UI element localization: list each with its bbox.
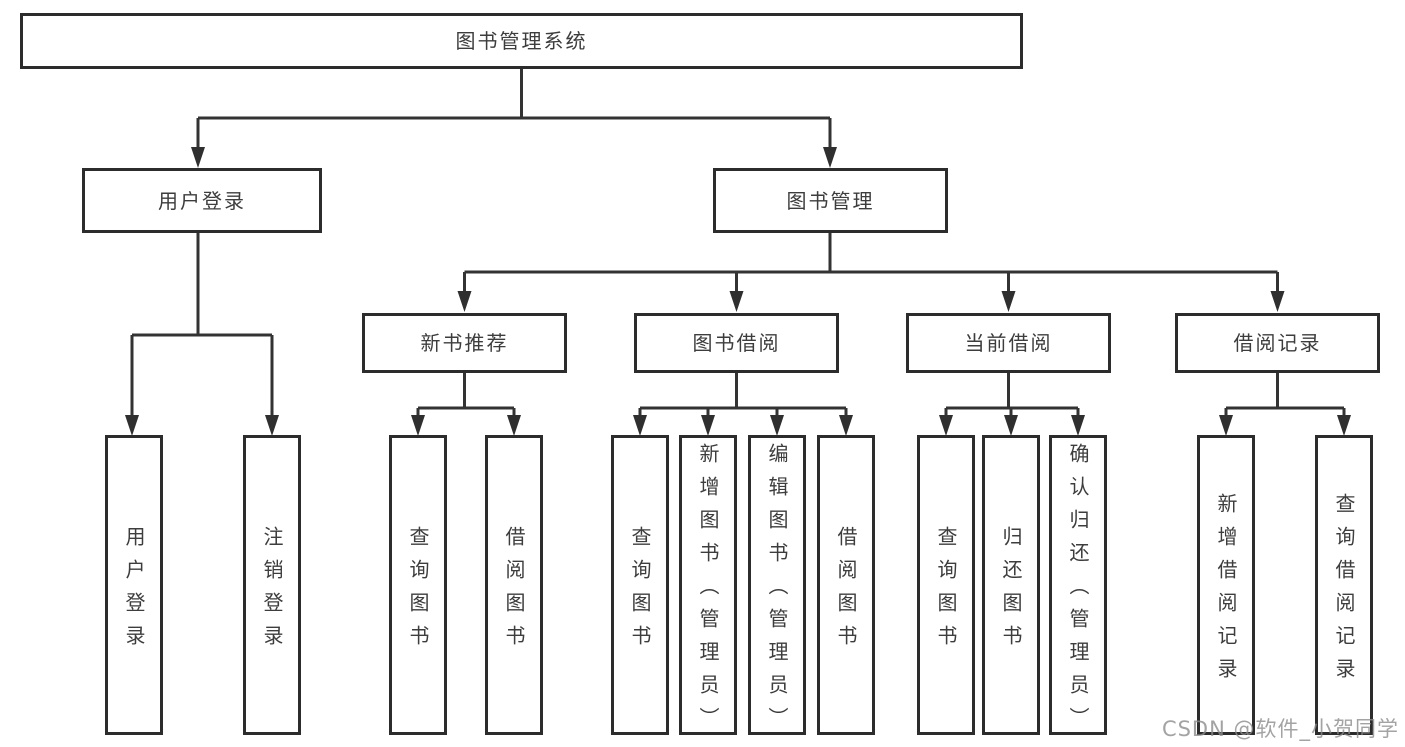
leaf-query-books-current: 查询图书 <box>917 435 975 735</box>
node-label: 借阅记录 <box>1233 331 1322 355</box>
leaf-label: 查询图书 <box>628 525 652 658</box>
node-book-management: 图书管理 <box>713 168 948 233</box>
node-label: 当前借阅 <box>964 331 1053 355</box>
leaf-label: 新增借阅记录 <box>1214 492 1238 691</box>
node-current-borrowing: 当前借阅 <box>906 313 1111 373</box>
node-book-borrowing: 图书借阅 <box>634 313 839 373</box>
leaf-label: 借阅图书 <box>834 525 858 658</box>
leaf-query-books-borrow: 查询图书 <box>611 435 669 735</box>
leaf-borrow-books-recommend: 借阅图书 <box>485 435 543 735</box>
leaf-label: 查询图书 <box>406 525 430 658</box>
leaf-label: 编辑图书（管理员） <box>765 443 789 740</box>
leaf-add-books-admin: 新增图书（管理员） <box>679 435 737 740</box>
leaf-label: 用户登录 <box>122 525 146 658</box>
node-label: 图书管理 <box>786 188 875 213</box>
leaf-label: 新增图书（管理员） <box>696 443 720 740</box>
leaf-label: 借阅图书 <box>502 525 526 658</box>
node-label: 图书管理系统 <box>455 29 588 53</box>
node-borrowing-records: 借阅记录 <box>1175 313 1380 373</box>
leaf-label: 归还图书 <box>999 525 1023 658</box>
leaf-label: 查询借阅记录 <box>1332 492 1356 691</box>
leaf-borrow-books: 借阅图书 <box>817 435 875 735</box>
leaf-logout: 注销登录 <box>243 435 301 735</box>
node-label: 新书推荐 <box>420 331 509 355</box>
leaf-user-login: 用户登录 <box>105 435 163 735</box>
leaf-label: 注销登录 <box>260 525 284 658</box>
leaf-confirm-return-admin: 确认归还（管理员） <box>1049 435 1107 740</box>
leaf-return-books: 归还图书 <box>982 435 1040 735</box>
node-user-login: 用户登录 <box>82 168 322 233</box>
leaf-query-borrow-record: 查询借阅记录 <box>1315 435 1373 735</box>
leaf-label: 查询图书 <box>934 525 958 658</box>
leaf-query-books-recommend: 查询图书 <box>389 435 447 735</box>
node-new-book-recommendation: 新书推荐 <box>362 313 567 373</box>
leaf-add-borrow-record: 新增借阅记录 <box>1197 435 1255 735</box>
node-label: 用户登录 <box>158 188 246 213</box>
node-library-management-system: 图书管理系统 <box>20 13 1023 69</box>
node-label: 图书借阅 <box>692 331 781 355</box>
leaf-edit-books-admin: 编辑图书（管理员） <box>748 435 806 740</box>
leaf-label: 确认归还（管理员） <box>1066 443 1090 740</box>
